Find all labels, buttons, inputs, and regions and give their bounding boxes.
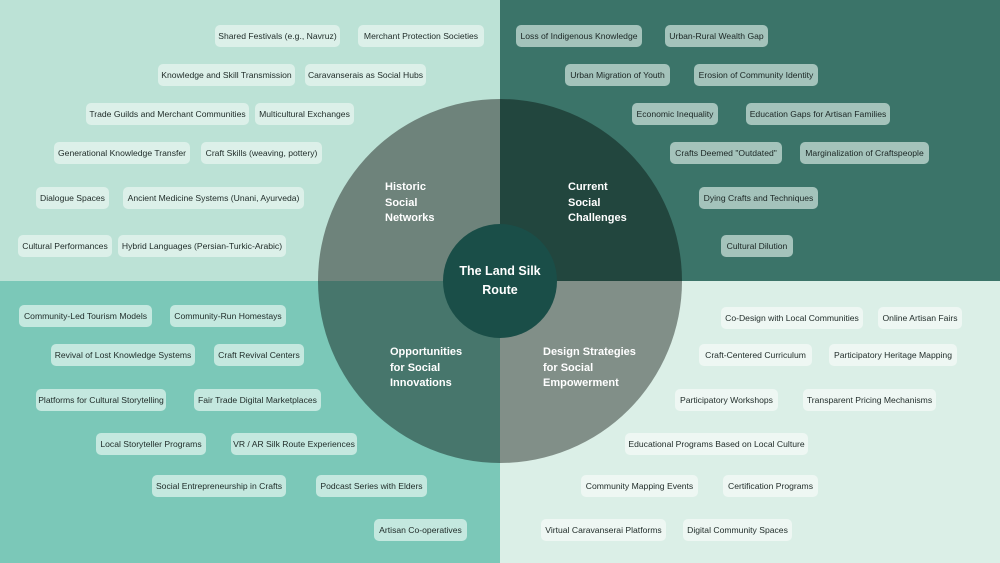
chip-challenge[interactable]: Loss of Indigenous Knowledge xyxy=(516,25,642,47)
chip-challenge[interactable]: Dying Crafts and Techniques xyxy=(699,187,818,209)
chip-historic[interactable]: Multicultural Exchanges xyxy=(255,103,354,125)
chip-challenge[interactable]: Crafts Deemed "Outdated" xyxy=(670,142,782,164)
chip-challenge[interactable]: Economic Inequality xyxy=(632,103,718,125)
chip-opportunity[interactable]: Community-Led Tourism Models xyxy=(19,305,152,327)
chip-historic[interactable]: Shared Festivals (e.g., Navruz) xyxy=(215,25,340,47)
chip-historic[interactable]: Hybrid Languages (Persian-Turkic-Arabic) xyxy=(118,235,286,257)
chip-strategy[interactable]: Transparent Pricing Mechanisms xyxy=(803,389,936,411)
category-label-challenges: Current Social Challenges xyxy=(568,181,627,224)
chip-opportunity[interactable]: Social Entrepreneurship in Crafts xyxy=(152,475,286,497)
chip-historic[interactable]: Ancient Medicine Systems (Unani, Ayurved… xyxy=(123,187,304,209)
chip-historic[interactable]: Knowledge and Skill Transmission xyxy=(158,64,295,86)
central-topic[interactable]: The Land Silk Route xyxy=(443,224,557,338)
chip-opportunity[interactable]: Community-Run Homestays xyxy=(170,305,286,327)
chip-historic[interactable]: Trade Guilds and Merchant Communities xyxy=(86,103,249,125)
category-label-opportunities: Opportunities for Social Innovations xyxy=(390,346,463,389)
central-topic-title: The Land Silk Route xyxy=(459,264,541,297)
chip-strategy[interactable]: Co-Design with Local Communities xyxy=(721,307,863,329)
chip-opportunity[interactable]: VR / AR Silk Route Experiences xyxy=(231,433,357,455)
chip-opportunity[interactable]: Artisan Co-operatives xyxy=(374,519,467,541)
chip-historic[interactable]: Caravanserais as Social Hubs xyxy=(305,64,426,86)
chip-strategy[interactable]: Community Mapping Events xyxy=(581,475,698,497)
chip-challenge[interactable]: Cultural Dilution xyxy=(721,235,793,257)
chip-strategy[interactable]: Virtual Caravanserai Platforms xyxy=(541,519,666,541)
chip-historic[interactable]: Dialogue Spaces xyxy=(36,187,109,209)
category-ring xyxy=(318,99,682,463)
chip-challenge[interactable]: Urban Migration of Youth xyxy=(565,64,670,86)
chip-strategy[interactable]: Craft-Centered Curriculum xyxy=(699,344,812,366)
chip-challenge[interactable]: Urban-Rural Wealth Gap xyxy=(665,25,768,47)
chip-historic[interactable]: Generational Knowledge Transfer xyxy=(54,142,190,164)
chip-opportunity[interactable]: Craft Revival Centers xyxy=(214,344,304,366)
chip-historic[interactable]: Merchant Protection Societies xyxy=(358,25,484,47)
chip-opportunity[interactable]: Podcast Series with Elders xyxy=(316,475,427,497)
chip-historic[interactable]: Cultural Performances xyxy=(18,235,112,257)
chip-opportunity[interactable]: Local Storyteller Programs xyxy=(96,433,206,455)
category-label-strategies: Design Strategies for Social Empowerment xyxy=(543,346,636,389)
chip-opportunity[interactable]: Fair Trade Digital Marketplaces xyxy=(194,389,321,411)
chip-strategy[interactable]: Online Artisan Fairs xyxy=(878,307,962,329)
chip-strategy[interactable]: Participatory Heritage Mapping xyxy=(829,344,957,366)
chip-strategy[interactable]: Digital Community Spaces xyxy=(683,519,792,541)
category-label-historic: Historic Social Networks xyxy=(385,181,435,224)
chip-opportunity[interactable]: Platforms for Cultural Storytelling xyxy=(36,389,166,411)
chip-strategy[interactable]: Certification Programs xyxy=(723,475,818,497)
chip-strategy[interactable]: Participatory Workshops xyxy=(675,389,778,411)
chip-challenge[interactable]: Erosion of Community Identity xyxy=(694,64,818,86)
chip-challenge[interactable]: Education Gaps for Artisan Families xyxy=(746,103,890,125)
chip-historic[interactable]: Craft Skills (weaving, pottery) xyxy=(201,142,322,164)
chip-challenge[interactable]: Marginalization of Craftspeople xyxy=(800,142,929,164)
chip-opportunity[interactable]: Revival of Lost Knowledge Systems xyxy=(51,344,195,366)
chip-strategy[interactable]: Educational Programs Based on Local Cult… xyxy=(625,433,808,455)
